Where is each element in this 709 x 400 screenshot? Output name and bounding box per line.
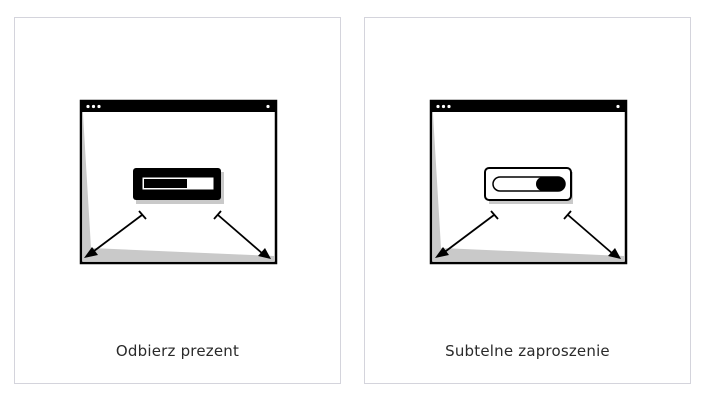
option-card-invitation[interactable]: Subtelne zaproszenie: [364, 17, 691, 384]
option-card-gift[interactable]: Odbierz prezent: [14, 17, 341, 384]
card-label: Odbierz prezent: [115, 342, 240, 360]
card-label: Subtelne zaproszenie: [445, 342, 610, 360]
popup-progress-bar-icon: [79, 99, 278, 265]
popup-toggle-switch-icon: [429, 99, 628, 265]
